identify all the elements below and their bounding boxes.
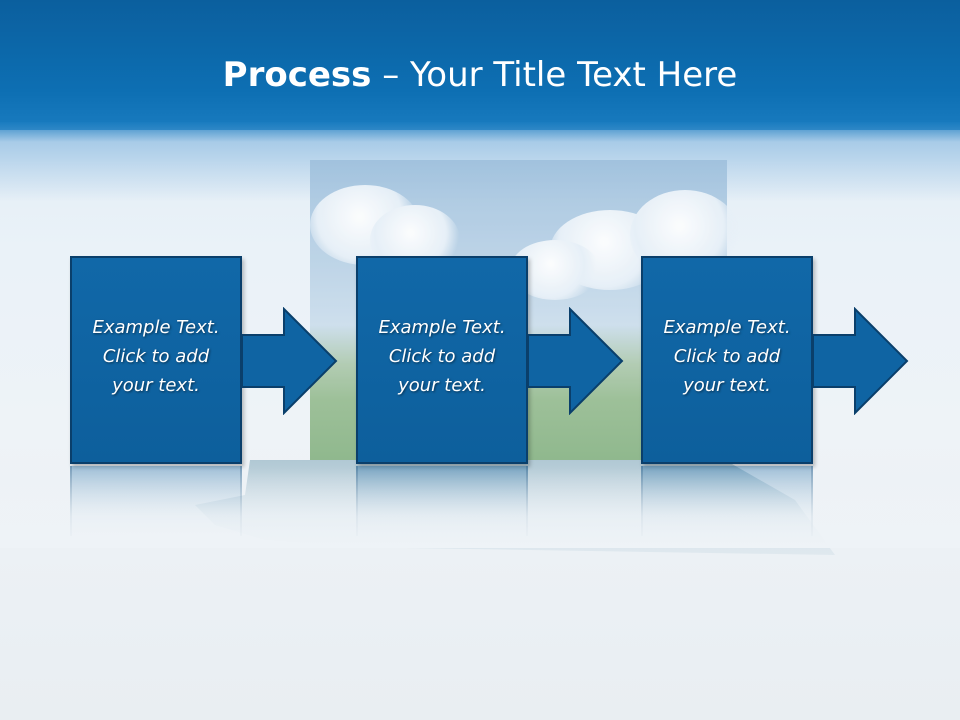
reflection-fade xyxy=(0,468,960,548)
step-3-line-3: your text. xyxy=(683,375,771,396)
slide-title[interactable]: Process – Your Title Text Here xyxy=(0,52,960,98)
process-step-1[interactable]: Example Text. Click to add your text. xyxy=(70,256,242,464)
step-1-line-1: Example Text. xyxy=(92,317,220,338)
process-step-2[interactable]: Example Text. Click to add your text. xyxy=(356,256,528,464)
right-arrow-icon[interactable] xyxy=(528,307,624,415)
step-3-line-1: Example Text. xyxy=(663,317,791,338)
title-bold-part: Process xyxy=(222,55,372,95)
step-3-line-2: Click to add xyxy=(673,346,781,367)
step-2-line-2: Click to add xyxy=(388,346,496,367)
right-arrow-icon[interactable] xyxy=(242,307,338,415)
title-text: Your Title Text Here xyxy=(410,55,738,95)
step-1-line-2: Click to add xyxy=(102,346,210,367)
title-separator: – xyxy=(382,55,400,95)
step-2-line-3: your text. xyxy=(398,375,486,396)
step-2-line-1: Example Text. xyxy=(378,317,506,338)
step-1-line-3: your text. xyxy=(112,375,200,396)
title-bar xyxy=(0,0,960,130)
right-arrow-icon[interactable] xyxy=(813,307,909,415)
process-step-3[interactable]: Example Text. Click to add your text. xyxy=(641,256,813,464)
